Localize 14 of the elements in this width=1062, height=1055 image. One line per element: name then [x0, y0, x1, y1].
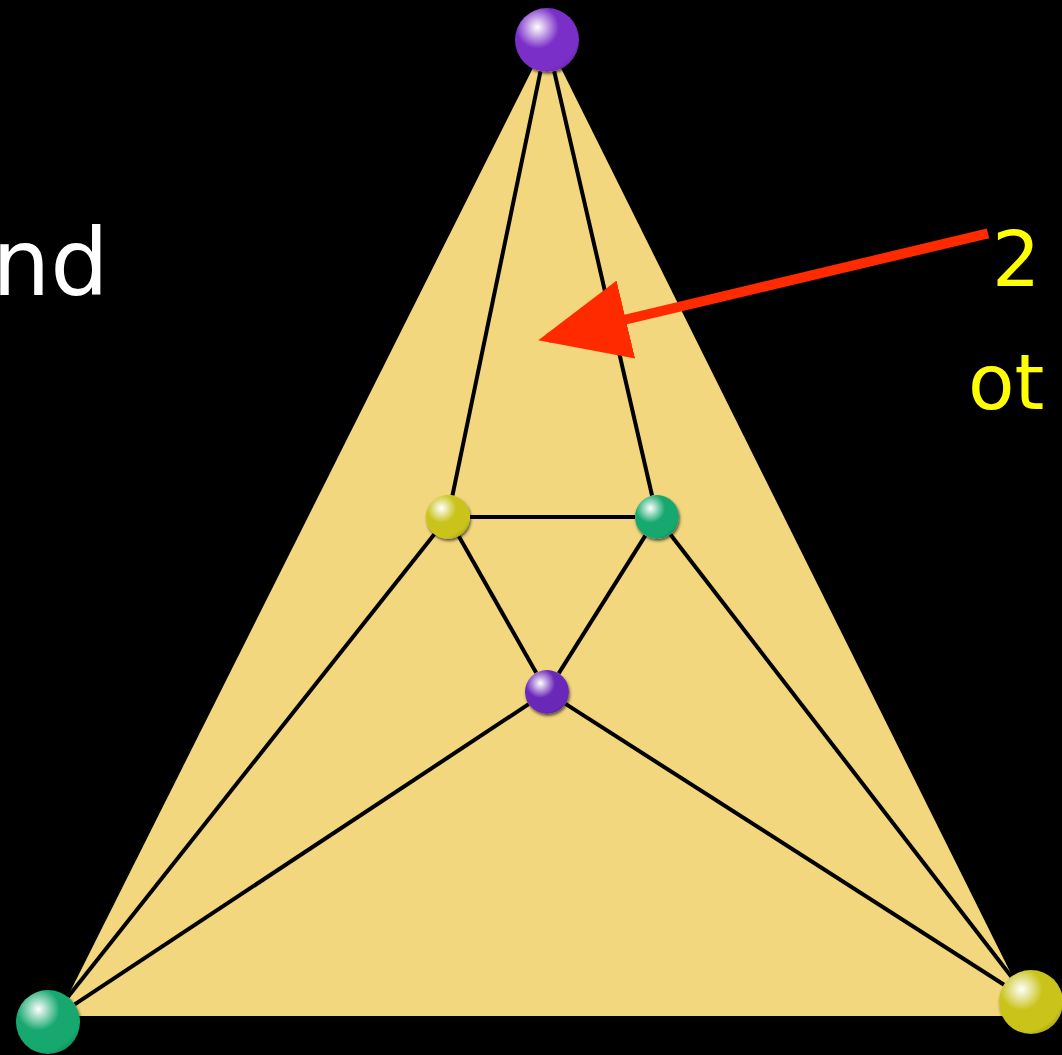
- arrow: [538, 228, 990, 359]
- graph-edge: [457, 535, 538, 674]
- graph-edge: [557, 534, 647, 675]
- annotation-text: 2: [992, 222, 1041, 298]
- graph-edge: [668, 533, 1014, 978]
- partial-text: ot: [968, 345, 1045, 421]
- graph-edge: [66, 533, 436, 999]
- graph-edge: [470, 515, 635, 519]
- graph-edge: [450, 70, 543, 496]
- vertex-dot: [999, 970, 1062, 1034]
- vertex-dot: [16, 990, 80, 1054]
- graph-edge: [73, 702, 530, 1006]
- graph-edge: [564, 702, 1006, 987]
- partial-text: nd: [0, 218, 109, 310]
